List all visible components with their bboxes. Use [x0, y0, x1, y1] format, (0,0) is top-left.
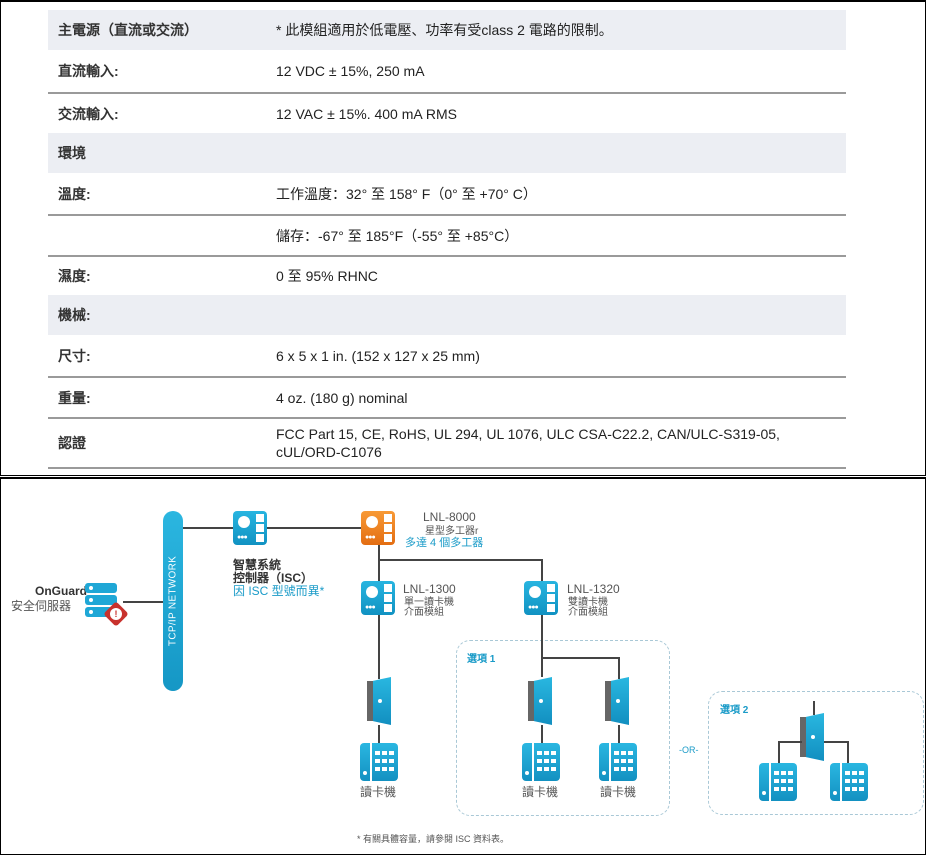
door-icon — [367, 677, 393, 725]
spec-row-certifications: 認證 FCC Part 15, CE, RoHS, UL 294, UL 107… — [48, 419, 846, 469]
option-2-group — [708, 691, 924, 815]
connector-line — [847, 741, 849, 763]
spec-row-mechanical: 機械: — [48, 295, 846, 335]
isc-note: 因 ISC 型號而異* — [233, 584, 325, 598]
lnl-8000-model: LNL-8000 — [423, 510, 476, 524]
spec-table: 主電源（直流或交流） * 此模組適用於低電壓、功率有受class 2 電路的限制… — [48, 10, 846, 469]
connector-line — [378, 725, 380, 743]
spec-label: 重量: — [58, 389, 91, 406]
spec-row-environment: 環境 — [48, 133, 846, 173]
isc-controller-icon: ●●● — [233, 511, 267, 545]
lnl-1320-icon: ●●● — [524, 581, 558, 615]
card-reader-icon — [360, 743, 398, 781]
card-reader-icon — [599, 743, 637, 781]
connector-line — [378, 615, 380, 679]
topology-diagram: OnGuard 安全伺服器 ! TCP/IP NETWORK ●●● 智慧系統 … — [1, 479, 927, 857]
lnl-8000-note: 多達 4 個多工器 — [405, 537, 484, 549]
spec-row-temperature: 溫度: 工作溫度：32° 至 158° F（0° 至 +70° C） — [48, 173, 846, 216]
spec-label: 濕度: — [58, 268, 91, 284]
card-reader-icon — [759, 763, 797, 801]
isc-label-line2: 控制器（ISC） — [233, 571, 314, 585]
server-name: OnGuard — [35, 584, 88, 598]
lnl-1300-desc1: 單一讀卡機 — [404, 597, 454, 608]
card-reader-icon — [522, 743, 560, 781]
or-label: -OR- — [679, 745, 699, 755]
server-icon — [85, 583, 117, 617]
lnl-1300-model: LNL-1300 — [403, 582, 456, 596]
lnl-1320-desc2: 介面模組 — [568, 607, 608, 618]
spec-label: 直流輸入: — [58, 63, 119, 79]
spec-value: 0 至 95% RHNC — [276, 268, 378, 284]
spec-value: 12 VDC ± 15%, 250 mA — [276, 63, 425, 79]
tcp-ip-network-bar — [163, 511, 183, 691]
spec-panel: 主電源（直流或交流） * 此模組適用於低電壓、功率有受class 2 電路的限制… — [0, 0, 926, 476]
connector-line — [778, 741, 780, 763]
topology-diagram-panel: OnGuard 安全伺服器 ! TCP/IP NETWORK ●●● 智慧系統 … — [0, 477, 926, 855]
option-1-label: 選項 1 — [467, 654, 496, 665]
lnl-1300-icon: ●●● — [361, 581, 395, 615]
connector-line — [541, 657, 619, 659]
lnl-1320-model: LNL-1320 — [567, 582, 620, 596]
spec-label: 環境 — [58, 145, 86, 161]
connector-line — [541, 725, 543, 743]
spec-label: 機械: — [58, 307, 91, 323]
card-reader-icon — [830, 763, 868, 801]
spec-value: * 此模組適用於低電壓、功率有受class 2 電路的限制。 — [276, 22, 613, 38]
door-icon — [800, 713, 826, 761]
lnl-8000-desc: 星型多工器r — [425, 526, 479, 537]
connector-line — [778, 741, 802, 743]
spec-value: FCC Part 15, CE, RoHS, UL 294, UL 1076, … — [276, 426, 780, 460]
spec-row-dimensions: 尺寸: 6 x 5 x 1 in. (152 x 127 x 25 mm) — [48, 335, 846, 378]
server-subtitle: 安全伺服器 — [11, 599, 72, 613]
spec-value: 工作溫度：32° 至 158° F（0° 至 +70° C） — [276, 185, 537, 202]
spec-value: 4 oz. (180 g) nominal — [276, 389, 408, 406]
spec-row-storage: 儲存：-67° 至 185°F（-55° 至 +85°C） — [48, 216, 846, 257]
connector-line — [267, 527, 361, 529]
door-icon — [528, 677, 554, 725]
connector-line — [378, 545, 380, 581]
reader-label: 讀卡機 — [600, 785, 637, 799]
connector-line — [541, 559, 543, 581]
spec-row-humidity: 濕度: 0 至 95% RHNC — [48, 257, 846, 295]
lnl-8000-icon: ●●● — [361, 511, 395, 545]
connector-line — [378, 559, 542, 561]
connector-line — [618, 657, 620, 679]
spec-value: 6 x 5 x 1 in. (152 x 127 x 25 mm) — [276, 347, 480, 364]
connector-line — [813, 701, 815, 715]
option-1-group — [456, 640, 670, 816]
reader-label: 讀卡機 — [522, 785, 559, 799]
connector-line — [183, 527, 233, 529]
lnl-1320-desc1: 雙讀卡機 — [568, 597, 608, 608]
option-2-label: 選項 2 — [720, 705, 749, 716]
connector-line — [541, 615, 543, 677]
connector-line — [123, 601, 163, 603]
door-icon — [605, 677, 631, 725]
connector-line — [618, 725, 620, 743]
spec-label: 認證 — [58, 435, 86, 451]
spec-value: 12 VAC ± 15%. 400 mA RMS — [276, 105, 457, 122]
spec-label: 溫度: — [58, 185, 91, 202]
spec-row-power: 主電源（直流或交流） * 此模組適用於低電壓、功率有受class 2 電路的限制… — [48, 10, 846, 50]
spec-row-dc-input: 直流輸入: 12 VDC ± 15%, 250 mA — [48, 50, 846, 94]
spec-label: 主電源（直流或交流） — [58, 22, 198, 38]
lnl-1300-desc2: 介面模組 — [404, 607, 444, 618]
spec-value: 儲存：-67° 至 185°F（-55° 至 +85°C） — [276, 227, 519, 244]
spec-label: 交流輸入: — [58, 105, 119, 122]
footnote: * 有關具體容量，請參閱 ISC 資料表。 — [357, 834, 510, 844]
spec-label: 尺寸: — [58, 347, 91, 364]
isc-label-line1: 智慧系統 — [233, 558, 282, 572]
network-label: TCP/IP NETWORK — [167, 555, 179, 647]
reader-label: 讀卡機 — [360, 785, 397, 799]
connector-line — [824, 741, 848, 743]
spec-row-ac-input: 交流輸入: 12 VAC ± 15%. 400 mA RMS — [48, 94, 846, 133]
spec-row-weight: 重量: 4 oz. (180 g) nominal — [48, 378, 846, 419]
